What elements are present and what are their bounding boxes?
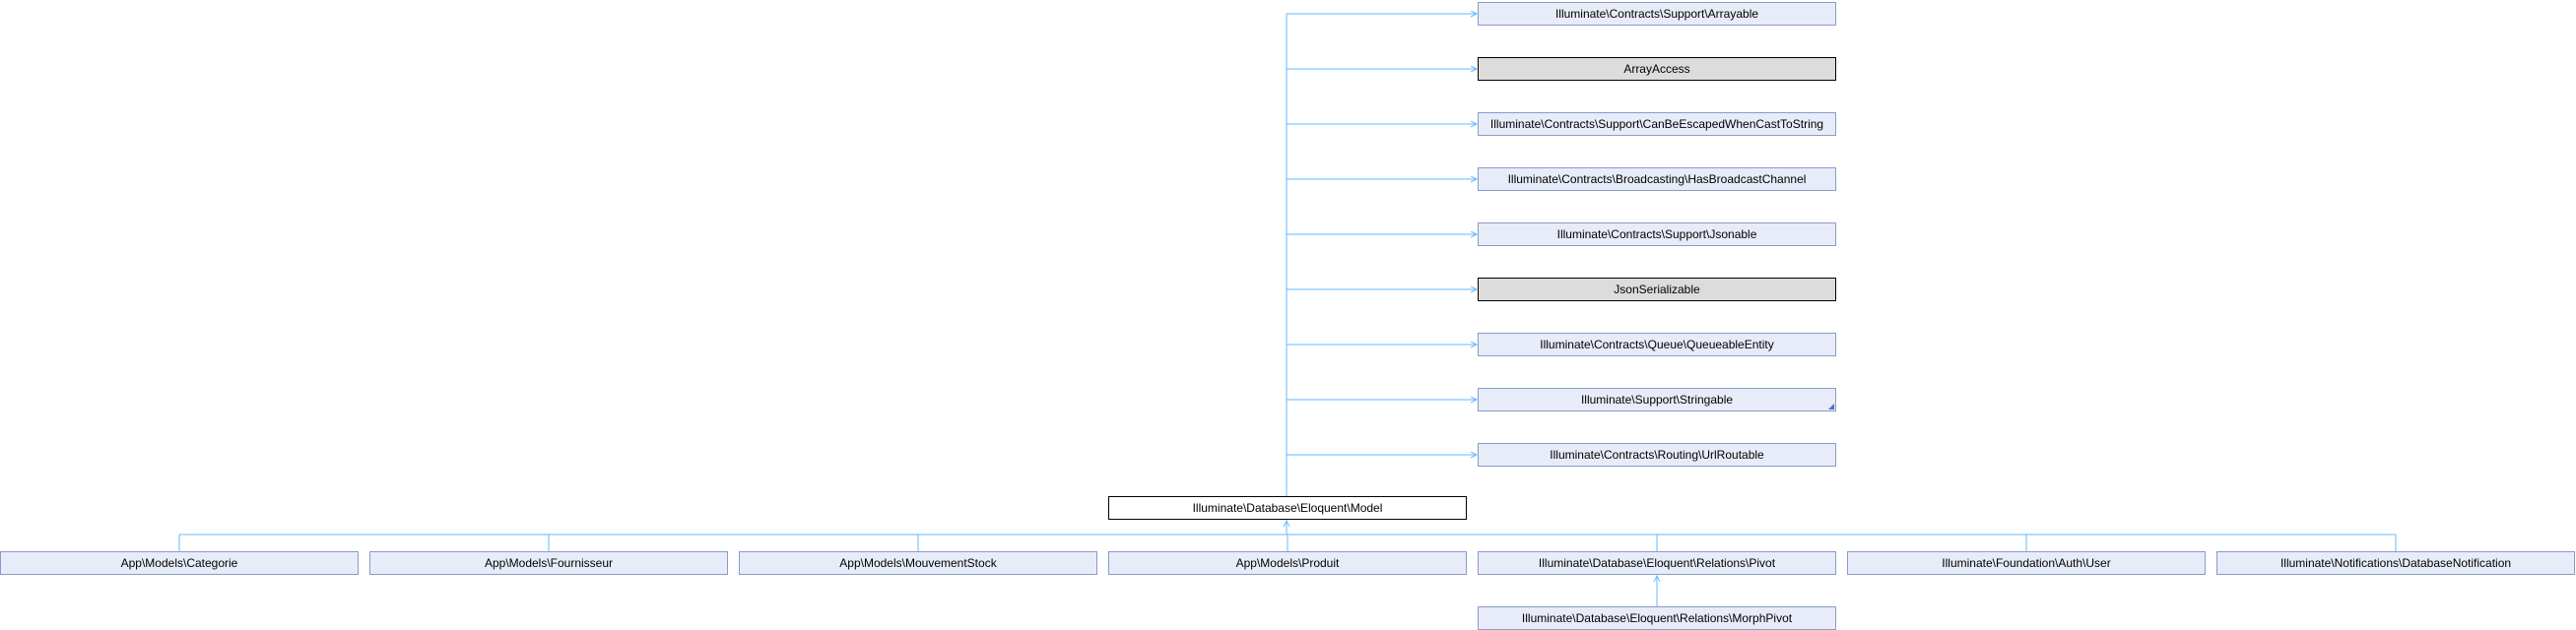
node-label: Illuminate\Contracts\Queue\QueueableEnti… [1540, 338, 1774, 351]
interface-node-jsonserializable[interactable]: JsonSerializable [1478, 278, 1836, 301]
child-node-illuminate-database-eloquent-relations-pivot[interactable]: Illuminate\Database\Eloquent\Relations\P… [1478, 551, 1836, 575]
node-label: Illuminate\Notifications\DatabaseNotific… [2279, 556, 2512, 570]
node-label: JsonSerializable [1614, 283, 1700, 296]
extends-arrowhead [1283, 519, 1290, 528]
interface-node-illuminate-support-stringable[interactable]: Illuminate\Support\Stringable [1478, 388, 1836, 411]
child-node-app-models-produit[interactable]: App\Models\Produit [1108, 551, 1467, 575]
child-node-app-models-categorie[interactable]: App\Models\Categorie [0, 551, 359, 575]
node-label: ArrayAccess [1623, 62, 1690, 76]
node-label: App\Models\Produit [1235, 556, 1340, 570]
node-label: Illuminate\Contracts\Support\Arrayable [1554, 7, 1759, 21]
interface-node-illuminate-contracts-support-jsonable[interactable]: Illuminate\Contracts\Support\Jsonable [1478, 222, 1836, 246]
node-label: App\Models\Categorie [120, 556, 238, 570]
extends-arrowhead-illuminate-database-eloquent-relations-morphpivot [1653, 574, 1661, 583]
node-label: Illuminate\Contracts\Routing\UrlRoutable [1550, 448, 1764, 462]
node-label: Illuminate\Database\Eloquent\Relations\P… [1538, 556, 1776, 570]
interface-node-illuminate-contracts-support-canbeescapedwhencasttostring[interactable]: Illuminate\Contracts\Support\CanBeEscape… [1478, 112, 1836, 136]
interface-node-illuminate-contracts-support-arrayable[interactable]: Illuminate\Contracts\Support\Arrayable [1478, 2, 1836, 26]
node-label: Illuminate\Contracts\Broadcasting\HasBro… [1507, 172, 1807, 186]
interface-node-illuminate-contracts-broadcasting-hasbroadcastchannel[interactable]: Illuminate\Contracts\Broadcasting\HasBro… [1478, 167, 1836, 191]
node-label: Illuminate\Database\Eloquent\Model [1192, 501, 1383, 515]
node-label: App\Models\MouvementStock [839, 556, 997, 570]
focus-class-node[interactable]: Illuminate\Database\Eloquent\Model [1108, 496, 1467, 520]
grandchild-node-illuminate-database-eloquent-relations-morphpivot[interactable]: Illuminate\Database\Eloquent\Relations\M… [1478, 606, 1836, 630]
child-node-illuminate-notifications-databasenotification[interactable]: Illuminate\Notifications\DatabaseNotific… [2216, 551, 2575, 575]
node-label: Illuminate\Foundation\Auth\User [1942, 556, 2111, 570]
node-label: Illuminate\Database\Eloquent\Relations\M… [1521, 611, 1793, 625]
child-node-app-models-fournisseur[interactable]: App\Models\Fournisseur [369, 551, 728, 575]
interface-node-illuminate-contracts-routing-urlroutable[interactable]: Illuminate\Contracts\Routing\UrlRoutable [1478, 443, 1836, 467]
node-label: App\Models\Fournisseur [484, 556, 614, 570]
interface-node-illuminate-contracts-queue-queueableentity[interactable]: Illuminate\Contracts\Queue\QueueableEnti… [1478, 333, 1836, 356]
fold-corner-icon [1828, 404, 1834, 410]
node-label: Illuminate\Support\Stringable [1580, 393, 1734, 407]
child-node-app-models-mouvementstock[interactable]: App\Models\MouvementStock [739, 551, 1097, 575]
node-label: Illuminate\Contracts\Support\CanBeEscape… [1489, 117, 1824, 131]
child-node-illuminate-foundation-auth-user[interactable]: Illuminate\Foundation\Auth\User [1847, 551, 2206, 575]
node-label: Illuminate\Contracts\Support\Jsonable [1556, 227, 1757, 241]
interface-node-arrayaccess[interactable]: ArrayAccess [1478, 57, 1836, 81]
